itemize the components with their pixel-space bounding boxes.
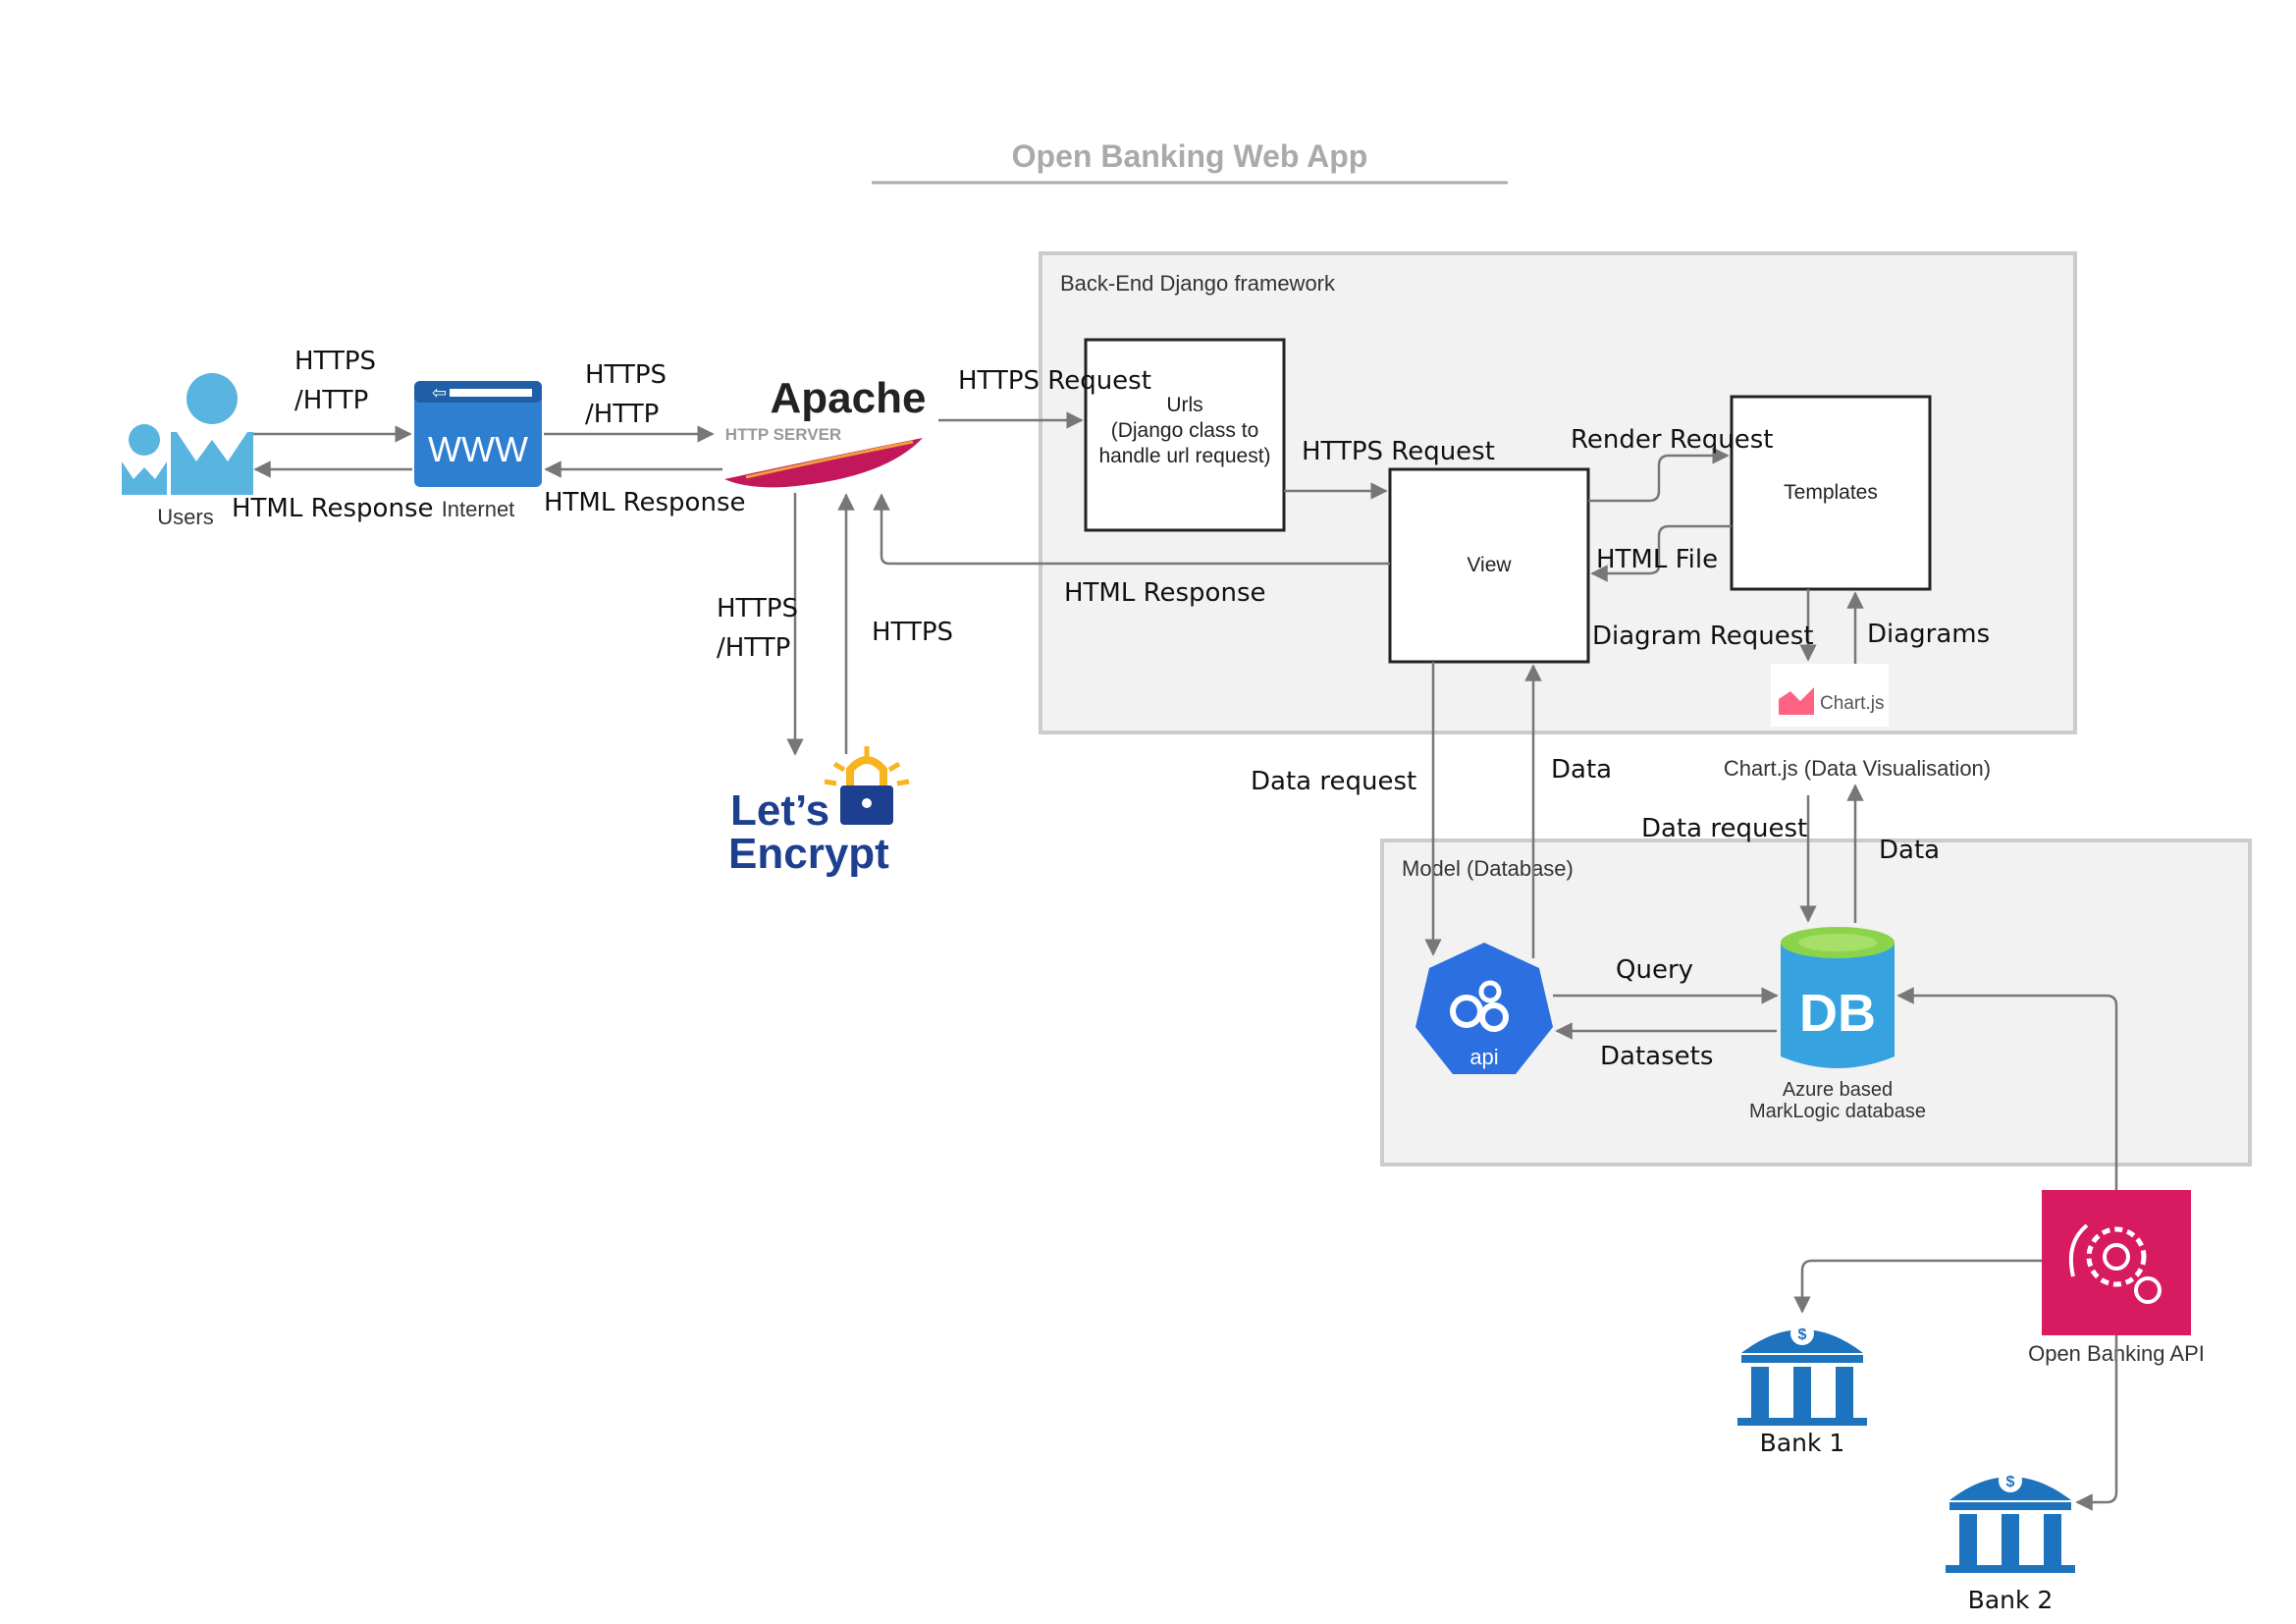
urls-box (1084, 338, 1286, 532)
svg-text:$: $ (2006, 1474, 2015, 1490)
db-label-2: MarkLogic database (1749, 1101, 1926, 1122)
bank1-icon: $ (1737, 1322, 1867, 1426)
edge-label-internet-apache-2: /HTTP (585, 400, 659, 429)
edge-label-urls-view: HTTPS Request (1302, 437, 1495, 466)
svg-text:⇦: ⇦ (432, 383, 447, 403)
edge-view-apache (873, 493, 1390, 566)
users-icon (122, 373, 253, 495)
edge-view-templates (1588, 447, 1730, 503)
svg-text:$: $ (1798, 1326, 1807, 1343)
edge-label-chart-db: Data request (1641, 814, 1807, 843)
db-icon (1781, 943, 1895, 1068)
edge-label-db-api: Datasets (1600, 1042, 1713, 1071)
letsencrypt-line2: Encrypt (728, 830, 889, 878)
users-label: Users (157, 505, 213, 529)
edge-obapi-db (1896, 987, 2118, 1190)
apache-title: Apache (771, 374, 927, 422)
templates-box (1730, 395, 1932, 591)
edge-label-db-chart: Data (1879, 836, 1940, 865)
db-label-1: Azure based (1783, 1079, 1893, 1101)
urls-label-1: Urls (1166, 394, 1202, 416)
view-box (1388, 467, 1590, 664)
urls-label-3: handle url request) (1098, 445, 1270, 467)
apache-logo: Apache HTTP SERVER (724, 374, 927, 488)
edge-label-letsencrypt-apache: HTTPS (872, 618, 953, 647)
edge-label-view-apache: HTML Response (1064, 578, 1266, 608)
chartjs-icon (1779, 687, 1814, 715)
backend-container-label: Back-End Django framework (1060, 271, 1336, 296)
edge-label-users-internet-1: HTTPS (294, 347, 376, 376)
view-label: View (1467, 554, 1512, 576)
edge-label-templates-view: HTML File (1596, 545, 1718, 574)
edge-label-users-internet-2: /HTTP (294, 386, 368, 415)
api-label: api (1469, 1045, 1498, 1069)
edge-label-apache-letsencrypt-1: HTTPS (717, 594, 798, 623)
edge-obapi-bank2 (2075, 1335, 2118, 1511)
db-text: DB (1799, 984, 1876, 1043)
edge-label-users-internet-resp: HTML Response (232, 494, 434, 523)
edge-label-chart-templates: Diagrams (1867, 620, 1990, 649)
chartjs-logo-text: Chart.js (1820, 693, 1884, 714)
edges (253, 411, 2118, 1511)
edge-templates-view (1590, 524, 1732, 582)
edge-label-internet-apache-1: HTTPS (585, 360, 667, 390)
edge-label-view-api: Data request (1251, 767, 1416, 796)
www-icon: ⇦ WWW (414, 381, 542, 487)
edge-label-api-view: Data (1551, 755, 1612, 785)
edge-label-view-chart: Diagram Request (1592, 622, 1814, 651)
letsencrypt-line1: Let’s (730, 786, 829, 835)
api-node: api (1415, 943, 1553, 1074)
gear-icon (2068, 1223, 2162, 1304)
templates-label: Templates (1784, 481, 1878, 504)
open-banking-api-box (2042, 1190, 2191, 1335)
db-node: DB (1781, 927, 1895, 1068)
edge-label-apache-urls: HTTPS Request (958, 366, 1151, 396)
edge-label-internet-apache-resp: HTML Response (544, 488, 746, 517)
bank2-label: Bank 2 (1968, 1586, 2054, 1614)
edge-label-view-templates: Render Request (1571, 425, 1773, 455)
model-container-label: Model (Database) (1402, 856, 1574, 881)
edge-label-api-db: Query (1616, 955, 1693, 985)
urls-label-2: (Django class to (1111, 419, 1259, 442)
internet-label: Internet (442, 497, 515, 521)
www-text: WWW (428, 429, 528, 469)
edge-obapi-bank1 (1793, 1259, 2042, 1314)
diagram-title: Open Banking Web App (1012, 138, 1368, 174)
letsencrypt-logo: Let’s Encrypt (728, 746, 910, 878)
edge-label-apache-letsencrypt-2: /HTTP (717, 633, 790, 663)
apache-subtitle: HTTP SERVER (725, 425, 841, 444)
bank1-label: Bank 1 (1760, 1429, 1845, 1457)
bank2-icon: $ (1946, 1469, 2075, 1573)
chartjs-label: Chart.js (Data Visualisation) (1724, 756, 1991, 781)
